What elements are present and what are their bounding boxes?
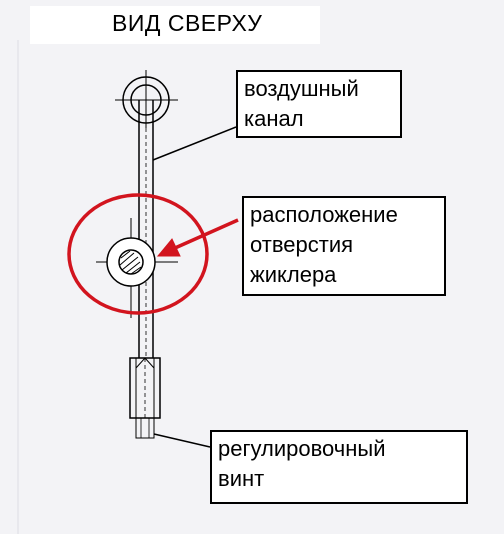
label-adjust-screw-line2: винт — [218, 466, 265, 491]
diagram-title: ВИД СВЕРХУ — [112, 10, 263, 36]
label-jet-hole-line3: жиклера — [250, 262, 337, 287]
main-rod — [138, 100, 154, 358]
top-fitting — [115, 70, 178, 128]
title-backdrop — [30, 6, 320, 44]
label-adjust-screw-line1: регулировочный — [218, 436, 386, 461]
label-jet-hole: расположение отверстия жиклера — [242, 196, 446, 296]
adjust-screw-body — [129, 357, 161, 439]
leader-adjust-screw — [153, 433, 211, 448]
label-air-channel-line1: воздушный — [244, 76, 359, 101]
label-air-channel-line2: канал — [244, 106, 304, 131]
label-jet-hole-line2: отверстия — [250, 232, 354, 257]
red-arrow — [156, 218, 239, 257]
label-adjust-screw: регулировочный винт — [210, 430, 468, 504]
label-jet-hole-line1: расположение — [250, 202, 398, 227]
highlight-ellipse — [67, 193, 209, 315]
jet-hole — [96, 218, 178, 318]
label-air-channel: воздушный канал — [236, 70, 402, 138]
leader-air-channel — [152, 126, 237, 161]
